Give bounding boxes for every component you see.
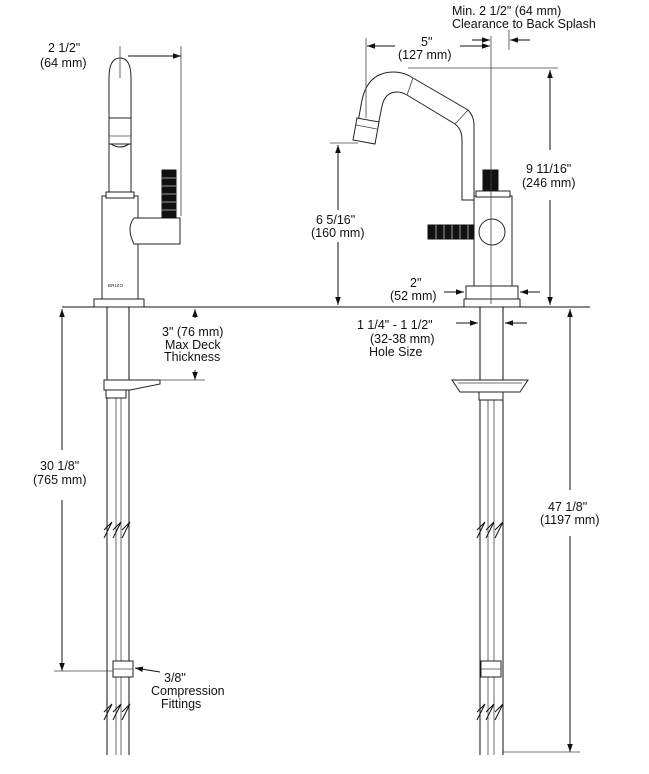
svg-text:Fittings: Fittings xyxy=(161,697,201,711)
dim-overall-height: 9 11/16" (246 mm) xyxy=(408,67,575,305)
dim-spout-height: 6 5/16" (160 mm) xyxy=(311,142,364,305)
svg-text:(1197 mm): (1197 mm) xyxy=(540,513,600,527)
dim-left-width: 2 1/2" (64 mm) xyxy=(40,41,182,216)
svg-text:(64 mm): (64 mm) xyxy=(40,56,87,70)
svg-text:6 5/16": 6 5/16" xyxy=(316,213,355,227)
svg-text:(32-38 mm): (32-38 mm) xyxy=(370,332,435,346)
svg-text:2 1/2": 2 1/2" xyxy=(48,41,80,55)
svg-text:Hole Size: Hole Size xyxy=(369,345,423,359)
svg-text:(127 mm): (127 mm) xyxy=(398,48,451,62)
svg-text:3/8": 3/8" xyxy=(164,671,186,685)
svg-text:1 1/4" - 1 1/2": 1 1/4" - 1 1/2" xyxy=(357,318,433,332)
svg-text:30 1/8": 30 1/8" xyxy=(40,459,79,473)
brand-mark: BRIZO xyxy=(108,283,123,288)
faucet-front-view xyxy=(352,36,529,755)
svg-text:Compression: Compression xyxy=(151,684,225,698)
svg-text:Min. 2 1/2" (64 mm): Min. 2 1/2" (64 mm) xyxy=(452,4,561,18)
svg-text:9 11/16": 9 11/16" xyxy=(526,162,571,176)
svg-text:Clearance to Back Splash: Clearance to Back Splash xyxy=(452,17,596,31)
svg-text:(160 mm): (160 mm) xyxy=(311,226,364,240)
svg-text:(246 mm): (246 mm) xyxy=(522,176,575,190)
dim-supply-left: 30 1/8" (765 mm) xyxy=(33,309,113,672)
svg-text:47 1/8": 47 1/8" xyxy=(548,500,587,514)
svg-text:3" (76 mm): 3" (76 mm) xyxy=(162,325,223,339)
dim-base-diameter: 2" (52 mm) xyxy=(390,276,540,303)
svg-text:(52 mm): (52 mm) xyxy=(390,289,437,303)
svg-text:Max Deck: Max Deck xyxy=(165,338,221,352)
faucet-side-view: BRIZO xyxy=(93,57,181,755)
dim-reach: 5" (127 mm) xyxy=(365,35,490,118)
dim-hole-size: 1 1/4" - 1 1/2" (32-38 mm) Hole Size xyxy=(357,318,527,359)
svg-text:(765 mm): (765 mm) xyxy=(33,473,86,487)
dim-deck-thickness: 3" (76 mm) Max Deck Thickness xyxy=(160,309,223,381)
svg-text:5": 5" xyxy=(421,35,432,49)
callout-compression-fittings: 3/8" Compression Fittings xyxy=(134,666,225,711)
dim-supply-right: 47 1/8" (1197 mm) xyxy=(503,309,600,753)
svg-text:Thickness: Thickness xyxy=(164,350,220,364)
dim-clearance: Min. 2 1/2" (64 mm) Clearance to Back Sp… xyxy=(452,4,596,50)
svg-text:2": 2" xyxy=(410,276,421,290)
